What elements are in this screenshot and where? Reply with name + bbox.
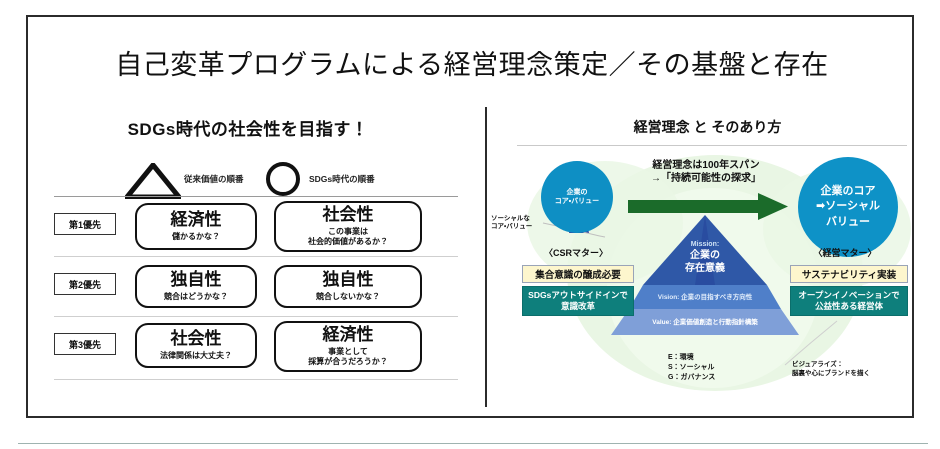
left-panel: SDGs時代の社会性を目指す！ 従来価値の順番 SDGs時代の順番 第1優先 経…: [28, 105, 485, 410]
csr-teal-tag-line1: SDGsアウトサイドインで: [528, 289, 628, 300]
card-subtitle-line1: 事業として: [328, 346, 368, 356]
circle-marker: [266, 162, 300, 196]
axis-rule: [54, 196, 458, 197]
card-title: 独自性: [322, 270, 374, 290]
visualize-line2: 脳裏や心にブランドを描く: [792, 369, 870, 377]
bottom-rule: [18, 443, 928, 444]
csr-yellow-tag: 集合意識の醸成必要: [522, 265, 634, 283]
management-yellow-tag: サステナビリティ実装: [790, 265, 908, 283]
card-subtitle-line1: 競合しないかな？: [316, 291, 380, 301]
panel-divider: [485, 107, 487, 407]
circle-small-line2: コア・バリュー: [554, 198, 600, 205]
corporate-core-value-circle: 企業の コア・バリュー: [541, 161, 613, 233]
esg-legend: E：環境 S：ソーシャル G：ガバナンス: [668, 353, 715, 383]
circle-small-line1: 企業の: [566, 188, 588, 196]
right-panel-rule: [517, 145, 907, 146]
priority-row: 第2優先 独自性 競合はどうかな？ 独自性 競合しないかな？: [28, 257, 485, 317]
arrow-caption: 経営理念は100年スパン →「持続可能性の探求」: [621, 159, 791, 185]
row-separator: [54, 379, 458, 380]
card-subtitle: 儲かるかな？: [172, 231, 220, 241]
csr-teal-tag: SDGsアウトサイドインで 意識改革: [522, 286, 634, 316]
triangle-marker-label: 従来価値の順番: [184, 174, 244, 184]
circle-large-line3: バリュー: [826, 215, 870, 228]
arrow-caption-line1: 経営理念は100年スパン: [652, 160, 760, 171]
sdgs-value-card: 社会性 この事業は 社会的価値があるか？: [274, 201, 422, 252]
social-core-value-line2: コア・バリュー: [491, 222, 533, 230]
esg-social: S：ソーシャル: [668, 364, 715, 372]
legacy-value-card: 独自性 競合はどうかな？: [135, 265, 257, 308]
right-panel: 経営理念 と そのあり方: [485, 105, 940, 410]
social-core-value-label: ソーシャルな コア・バリュー: [491, 215, 532, 231]
priority-tag: 第1優先: [54, 213, 116, 235]
social-core-value-line1: ソーシャルな: [491, 215, 530, 222]
management-matter-header: 〈経営マター〉: [813, 248, 877, 258]
pyramid-mission-label: Mission:: [690, 241, 720, 248]
page-title: 自己変革プログラムによる経営理念策定／その基盤と存在: [115, 50, 829, 80]
pyramid-mission-text: 企業の 存在意義: [645, 250, 765, 275]
management-teal-tag-line2: 公益性ある経営体: [814, 301, 883, 311]
circle-large-line2: ➡ソーシャル: [816, 200, 880, 213]
card-title: 社会性: [322, 205, 374, 225]
sdgs-value-card: 経済性 事業として 採算が合うだろうか？: [274, 321, 422, 372]
pyramid-vision-text: Vision: 企業の目指すべき方向性: [657, 294, 753, 301]
priority-row: 第3優先 社会性 法律関係は大丈夫？ 経済性 事業として 採算が合うだろうか？: [28, 317, 485, 380]
esg-environment: E：環境: [668, 354, 694, 361]
card-subtitle-line2: 採算が合うだろうか？: [308, 356, 388, 366]
visualize-annotation: ビジュアライズ： 脳裏や心にブランドを描く: [792, 361, 870, 379]
green-arrow: [628, 193, 788, 220]
arrow-caption-line2: →「持続可能性の探求」: [651, 173, 761, 184]
social-value-circle: 企業のコア ➡ソーシャル バリュー: [798, 157, 898, 257]
management-philosophy-diagram: 企業の コア・バリュー 企業のコア ➡ソーシャル バリュー 経営理念は100年ス…: [485, 153, 940, 403]
csr-teal-tag-line2: 意識改革: [560, 301, 595, 311]
sdgs-value-card: 独自性 競合しないかな？: [274, 265, 422, 308]
priority-tag: 第2優先: [54, 273, 116, 295]
card-subtitle-line2: 社会的価値があるか？: [308, 236, 388, 246]
pyramid-value-text: Value: 企業価値創造と行動指針構築: [652, 319, 758, 326]
csr-matter-header: 〈CSRマター〉: [543, 248, 608, 258]
circle-large-line1: 企業のコア: [820, 184, 876, 197]
card-subtitle: 法律関係は大丈夫？: [160, 350, 232, 360]
slide-frame: 自己変革プログラムによる経営理念策定／その基盤と存在 SDGs時代の社会性を目指…: [26, 15, 914, 418]
pyramid-mission-line1: 企業の: [690, 250, 720, 261]
card-subtitle: 競合はどうかな？: [164, 291, 228, 301]
priority-tag: 第3優先: [54, 333, 116, 355]
management-teal-tag: オープンイノベーションで 公益性ある経営体: [790, 286, 908, 316]
row-separator: [54, 256, 458, 257]
card-subtitle-line1: この事業は: [328, 226, 368, 236]
card-title: 独自性: [170, 270, 222, 290]
card-title: 社会性: [170, 329, 222, 349]
right-panel-heading: 経営理念 と そのあり方: [633, 119, 782, 135]
circle-marker-label: SDGs時代の順番: [309, 174, 375, 184]
priority-row: 第1優先 経済性 儲かるかな？ 社会性 この事業は 社会的価値があるか？: [28, 197, 485, 257]
management-teal-tag-line1: オープンイノベーションで: [798, 289, 900, 300]
row-separator: [54, 316, 458, 317]
pyramid-mission-line2: 存在意義: [685, 262, 725, 274]
legacy-value-card: 社会性 法律関係は大丈夫？: [135, 323, 257, 368]
card-title: 経済性: [170, 210, 222, 230]
left-panel-heading: SDGs時代の社会性を目指す！: [127, 120, 369, 139]
legacy-value-card: 経済性 儲かるかな？: [135, 203, 257, 250]
esg-governance: G：ガバナンス: [668, 374, 716, 382]
visualize-line1: ビジュアライズ：: [792, 361, 844, 368]
card-title: 経済性: [322, 325, 374, 345]
mission-vision-value-pyramid: [611, 215, 799, 335]
